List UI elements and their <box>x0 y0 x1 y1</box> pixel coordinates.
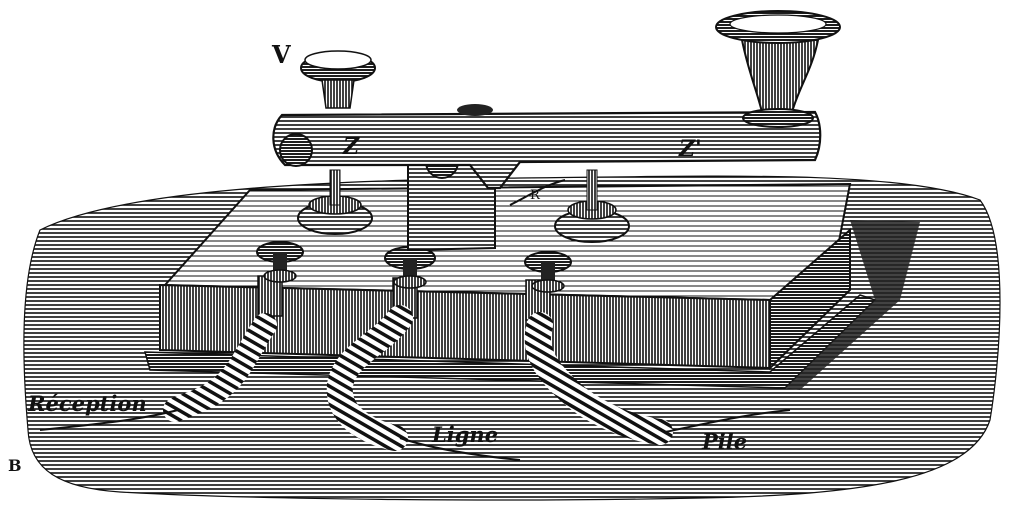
wire-reception <box>163 313 277 422</box>
contact-anvil-right <box>554 169 630 243</box>
lever-end-screw <box>279 133 313 167</box>
wire-pile <box>524 312 673 445</box>
binding-post-reception <box>256 241 304 283</box>
label-spring-r: R <box>530 188 540 203</box>
label-reception: Réception <box>28 391 147 416</box>
adjusting-screw-v <box>300 50 376 109</box>
label-lever-z-prime: Z' <box>679 136 702 162</box>
operating-knob <box>715 10 841 128</box>
wire-ligne-tail <box>399 437 521 461</box>
binding-post-pile <box>524 251 572 293</box>
label-lever-z: Z <box>343 134 360 160</box>
base-block-side <box>769 227 851 371</box>
wire-ligne <box>326 305 413 451</box>
contact-anvil-left <box>297 169 373 235</box>
wire-reception-outline <box>39 409 179 431</box>
return-spring <box>509 179 566 206</box>
wire-pile-tail <box>664 409 791 433</box>
key-lever <box>272 110 822 190</box>
binding-post-ligne <box>384 246 436 289</box>
label-pile: Pile <box>702 429 748 454</box>
base-shadow <box>785 220 920 390</box>
engraver-monogram: B <box>8 456 22 475</box>
lever-top-boss <box>457 104 493 116</box>
label-ligne: Ligne <box>432 422 499 447</box>
label-v: V <box>272 40 291 69</box>
